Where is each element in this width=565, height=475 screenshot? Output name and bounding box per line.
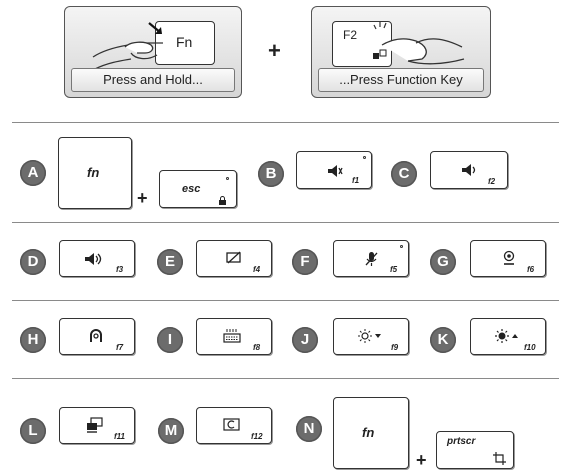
touchpad-icon xyxy=(90,329,102,342)
prtscr-key-label: prtscr xyxy=(447,436,476,447)
badge-b: B xyxy=(258,161,284,187)
plus-sign-n: + xyxy=(416,450,427,470)
f9-key[interactable]: f9 xyxy=(333,318,409,355)
f8-key[interactable]: f8 xyxy=(196,318,272,355)
badge-i: I xyxy=(157,327,183,353)
badge-j: J xyxy=(292,327,318,353)
f11-key[interactable]: f11 xyxy=(59,407,135,444)
badge-g: G xyxy=(430,249,456,275)
f12-label: f12 xyxy=(251,432,263,441)
separator-3 xyxy=(12,300,559,301)
indicator-dot xyxy=(363,156,366,159)
microphone-mute-icon xyxy=(365,252,378,266)
separator-1 xyxy=(12,122,559,123)
badge-m: M xyxy=(158,418,184,444)
esc-key-label: esc xyxy=(182,183,201,195)
separator-2 xyxy=(12,222,559,223)
f1-label: f1 xyxy=(352,176,360,185)
f11-label: f11 xyxy=(114,432,125,441)
volume-key-icon xyxy=(373,49,387,59)
f6-label: f6 xyxy=(527,265,535,274)
f12-key[interactable]: f12 xyxy=(196,407,272,444)
volume-down-icon xyxy=(462,164,476,176)
badge-e: E xyxy=(157,249,183,275)
f10-key[interactable]: f10 xyxy=(470,318,546,355)
badge-a: A xyxy=(20,160,46,186)
switch-display-icon xyxy=(87,417,103,433)
separator-4 xyxy=(12,378,559,379)
prtscr-key[interactable]: prtscr xyxy=(436,431,514,469)
badge-d: D xyxy=(20,249,46,275)
lock-icon xyxy=(219,196,226,205)
keyboard-backlight-icon xyxy=(223,329,241,343)
f1-key[interactable]: f1 xyxy=(296,151,372,189)
indicator-dot xyxy=(226,177,229,180)
f3-label: f3 xyxy=(116,265,124,274)
press-function-key-caption: ...Press Function Key xyxy=(339,72,463,87)
f5-label: f5 xyxy=(390,265,398,274)
brightness-up-icon xyxy=(495,329,518,343)
press-function-key-panel: F2 ...Press Function Key xyxy=(311,6,491,98)
f6-key[interactable]: f6 xyxy=(470,240,546,277)
f7-key[interactable]: f7 xyxy=(59,318,135,355)
pressing-hand-icon xyxy=(373,21,465,65)
f8-label: f8 xyxy=(253,343,261,352)
fn-key-a[interactable]: fn xyxy=(58,137,132,209)
fn-key-label: Fn xyxy=(176,34,193,50)
badge-l: L xyxy=(20,418,46,444)
f3-key[interactable]: f3 xyxy=(59,240,135,277)
f2-key-label: F2 xyxy=(343,28,358,42)
f7-label: f7 xyxy=(116,343,124,352)
badge-n: N xyxy=(296,416,322,442)
f4-label: f4 xyxy=(253,265,261,274)
fn-key-label: fn xyxy=(87,165,100,180)
webcam-icon xyxy=(503,250,515,265)
badge-k: K xyxy=(430,327,456,353)
press-and-hold-panel: Fn Press and Hold... xyxy=(64,6,242,98)
badge-f: F xyxy=(292,249,318,275)
hand-icon xyxy=(92,22,163,70)
fn-key-illustration: Fn xyxy=(155,21,215,65)
screen-rotate-icon xyxy=(223,418,240,431)
top-plus-sign: + xyxy=(268,38,281,63)
press-function-key-caption-box: ...Press Function Key xyxy=(318,68,484,92)
brightness-down-icon xyxy=(358,329,381,343)
f5-key[interactable]: f5 xyxy=(333,240,409,277)
f2-key[interactable]: f2 xyxy=(430,151,508,189)
volume-up-icon xyxy=(85,253,102,265)
esc-key[interactable]: esc xyxy=(159,170,237,208)
indicator-dot xyxy=(400,245,403,248)
speaker-mute-icon xyxy=(328,165,343,177)
f4-key[interactable]: f4 xyxy=(196,240,272,277)
screenshot-crop-icon xyxy=(493,452,506,465)
fn-key-label: fn xyxy=(362,425,375,440)
plus-sign-a: + xyxy=(137,188,148,208)
f2-label: f2 xyxy=(488,177,496,186)
badge-c: C xyxy=(391,161,417,187)
press-and-hold-caption-box: Press and Hold... xyxy=(71,68,235,92)
press-and-hold-caption: Press and Hold... xyxy=(103,72,203,87)
fn-key-n[interactable]: fn xyxy=(333,397,409,469)
f9-label: f9 xyxy=(391,343,399,352)
f10-label: f10 xyxy=(524,343,536,352)
display-off-icon xyxy=(226,251,241,264)
badge-h: H xyxy=(20,327,46,353)
